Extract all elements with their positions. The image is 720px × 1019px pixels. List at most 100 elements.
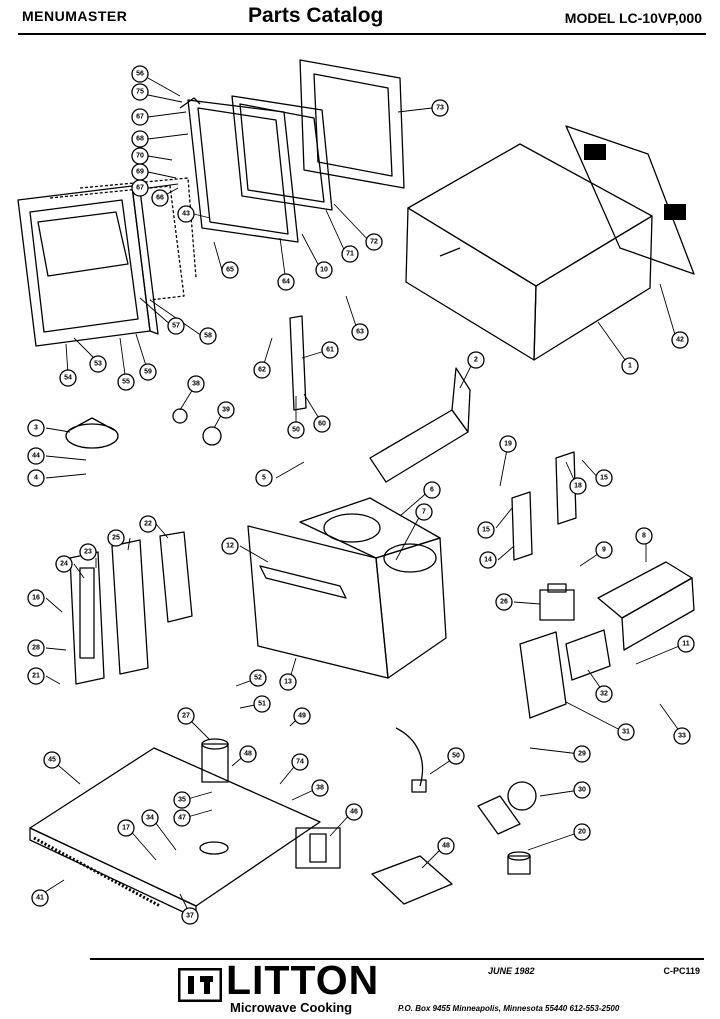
callout-number: 51	[258, 701, 266, 708]
company-address: P.O. Box 9455 Minneapolis, Minnesota 554…	[398, 1004, 620, 1013]
interlock-switches	[511, 451, 577, 561]
callout-14: 14	[479, 551, 497, 569]
callout-50b: 50	[447, 747, 465, 765]
callout-number: 73	[436, 105, 444, 112]
callout-11: 11	[677, 635, 695, 653]
callout-number: 45	[48, 757, 56, 764]
transformer	[295, 827, 341, 869]
callout-number: 10	[320, 267, 328, 274]
callout-number: 48	[442, 843, 450, 850]
callout-8: 8	[635, 527, 653, 545]
callout-balloon	[345, 803, 363, 821]
callout-balloon	[287, 421, 305, 439]
callout-46: 46	[345, 803, 363, 821]
callout-number: 2	[474, 357, 478, 364]
callout-balloon	[365, 233, 383, 251]
callout-37: 37	[181, 907, 199, 925]
callout-18: 18	[569, 477, 587, 495]
callout-balloon	[27, 639, 45, 657]
back-panel	[565, 125, 695, 275]
callout-balloon	[31, 889, 49, 907]
callout-60: 60	[313, 415, 331, 433]
callout-number: 26	[500, 599, 508, 606]
callout-50: 50	[287, 421, 305, 439]
callout-number: 52	[254, 675, 262, 682]
callout-39: 39	[217, 401, 235, 419]
callout-number: 39	[222, 407, 230, 414]
callout-21: 21	[27, 667, 45, 685]
callout-number: 27	[182, 713, 190, 720]
callout-number: 19	[504, 441, 512, 448]
callout-12: 12	[221, 537, 239, 555]
callout-number: 41	[36, 895, 44, 902]
callout-number: 62	[258, 367, 266, 374]
callout-balloon	[139, 363, 157, 381]
callout-balloon	[173, 791, 191, 809]
callout-balloon	[595, 685, 613, 703]
callout-number: 18	[574, 483, 582, 490]
footer-subtitle: Microwave Cooking	[230, 1000, 353, 1015]
callout-31: 31	[617, 723, 635, 741]
stirrer-motor	[507, 851, 531, 875]
control-bracket	[111, 539, 149, 675]
callout-number: 25	[112, 535, 120, 542]
door-panel	[179, 97, 299, 243]
callout-number: 30	[578, 787, 586, 794]
callout-number: 44	[32, 453, 40, 460]
callout-51: 51	[253, 695, 271, 713]
litton-logo-icon	[178, 968, 222, 1002]
callout-balloon	[573, 745, 591, 763]
callout-balloon	[573, 781, 591, 799]
callout-number: 74	[296, 759, 304, 766]
callout-73: 73	[431, 99, 449, 117]
callout-balloon	[423, 481, 441, 499]
callout-balloon	[321, 341, 339, 359]
callout-balloon	[167, 317, 185, 335]
stirrer-blade	[65, 417, 119, 449]
callout-number: 46	[350, 809, 358, 816]
callout-30: 30	[573, 781, 591, 799]
callout-balloon	[573, 823, 591, 841]
callout-balloon	[221, 537, 239, 555]
callout-45: 45	[43, 751, 61, 769]
callout-balloon	[131, 83, 149, 101]
callout-55: 55	[117, 373, 135, 391]
oven-cavity	[247, 497, 447, 679]
callout-balloon	[55, 555, 73, 573]
callout-26: 26	[495, 593, 513, 611]
callout-number: 49	[298, 713, 306, 720]
callout-balloon	[437, 837, 455, 855]
callout-balloon	[117, 819, 135, 837]
callout-number: 13	[284, 679, 292, 686]
callout-number: 38	[192, 381, 200, 388]
callout-number: 67	[136, 185, 144, 192]
callout-number: 42	[676, 337, 684, 344]
callout-43: 43	[177, 205, 195, 223]
model-number: MODEL LC-10VP,000	[564, 10, 702, 26]
callout-number: 6	[430, 487, 434, 494]
callout-number: 54	[64, 375, 72, 382]
callout-71: 71	[341, 245, 359, 263]
callout-41: 41	[31, 889, 49, 907]
callout-9: 9	[595, 541, 613, 559]
callout-68a: 68	[131, 130, 149, 148]
callout-22: 22	[139, 515, 157, 533]
exploded-parts-diagram: 5675676870696766734365641071724258575354…	[17, 59, 695, 925]
callout-number: 72	[370, 239, 378, 246]
brand-header: MENUMASTER	[22, 8, 128, 24]
header-rule	[18, 33, 706, 35]
callout-balloon	[495, 593, 513, 611]
callout-3: 3	[27, 419, 45, 437]
callout-38a: 38	[187, 375, 205, 393]
callout-number: 71	[346, 251, 354, 258]
callout-63: 63	[351, 323, 369, 341]
callout-52: 52	[249, 669, 267, 687]
callout-balloon	[199, 327, 217, 345]
callout-balloon	[131, 65, 149, 83]
callout-number: 17	[122, 825, 130, 832]
callout-number: 66	[156, 195, 164, 202]
callout-balloon	[341, 245, 359, 263]
callout-balloon	[291, 753, 309, 771]
callout-44: 44	[27, 447, 45, 465]
callout-number: 14	[484, 557, 492, 564]
